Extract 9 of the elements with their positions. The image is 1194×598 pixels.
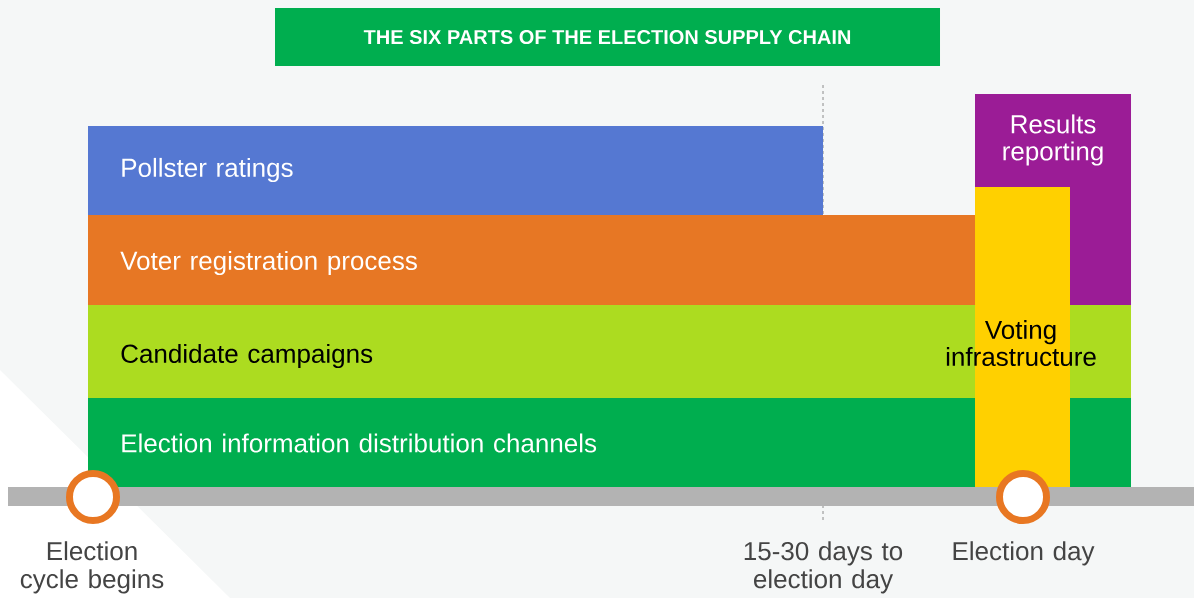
marker-caption: Election cycle begins [20,541,164,594]
band: Election information distribution channels [88,398,1131,487]
timeline-label: 15-30 days to election day [744,541,903,594]
marker-caption: Election day [953,541,1095,566]
timeline-marker [996,470,1050,524]
band: Voter registration process [88,215,975,305]
timeline-marker [66,470,120,524]
band: Pollster ratings [88,126,823,215]
title-banner: THE SIX PARTS OF THE ELECTION SUPPLY CHAIN [275,8,940,66]
